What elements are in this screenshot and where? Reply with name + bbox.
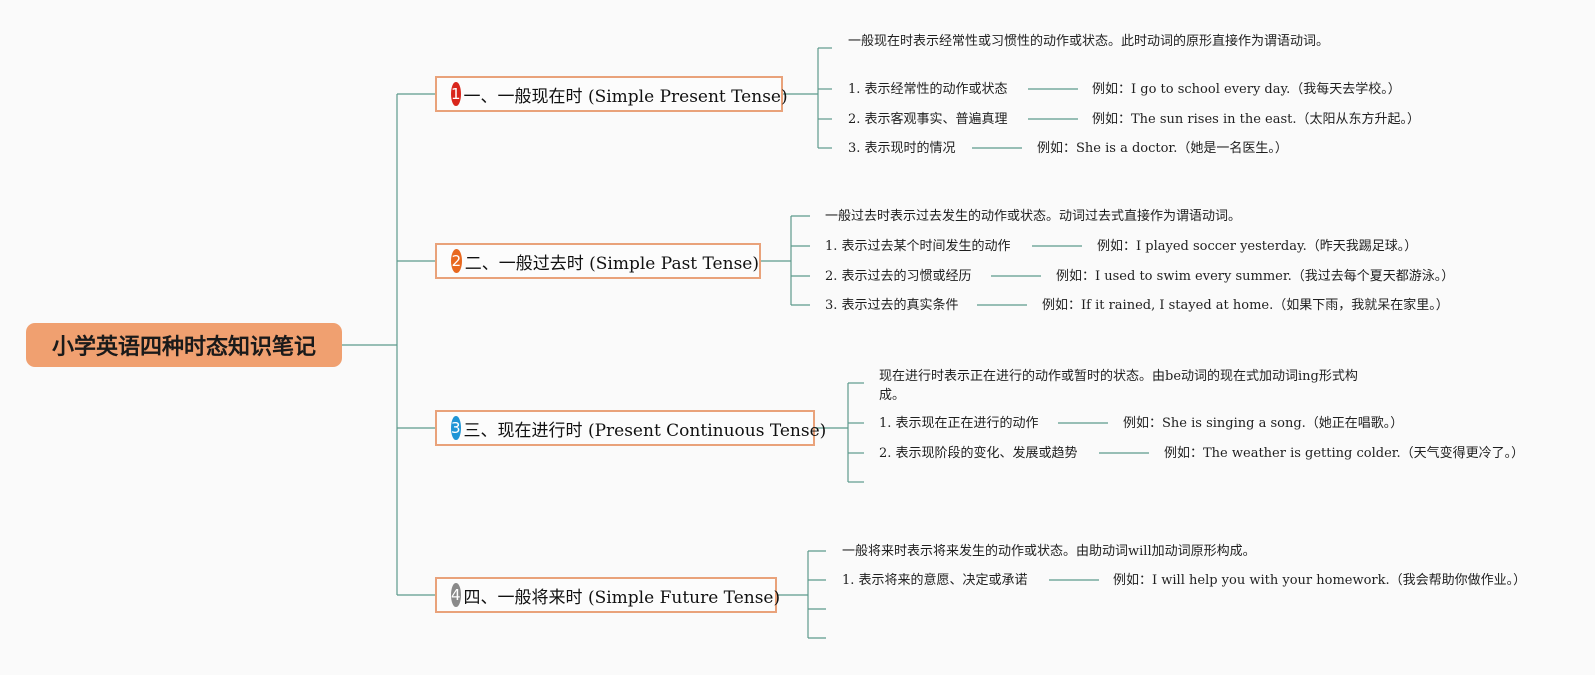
number-badge-icon: 1	[451, 82, 461, 106]
branch-title: 二、一般过去时 (Simple Past Tense)	[464, 253, 759, 274]
point-example: 例如：The sun rises in the east.（太阳从东方升起。）	[1092, 112, 1421, 127]
point-label: 1. 表示现在正在进行的动作	[879, 416, 1039, 431]
point-label: 1. 表示将来的意愿、决定或承诺	[842, 573, 1028, 588]
point-label: 2. 表示客观事实、普遍真理	[848, 112, 1008, 127]
point-example: 例如：I used to swim every summer.（我过去每个夏天都…	[1056, 269, 1455, 284]
point-label: 3. 表示现时的情况	[848, 141, 956, 156]
point-label: 3. 表示过去的真实条件	[825, 298, 959, 313]
definition-text: 现在进行时表示正在进行的动作或暂时的状态。由be动词的现在式加动词ing形式构成…	[879, 369, 1358, 403]
branch-title: 三、现在进行时 (Present Continuous Tense)	[463, 420, 827, 441]
point-example: 例如：If it rained, I stayed at home.（如果下雨，…	[1042, 298, 1449, 313]
point-example: 例如：I go to school every day.（我每天去学校。）	[1092, 82, 1401, 97]
branch-title: 四、一般将来时 (Simple Future Tense)	[463, 587, 781, 608]
number-badge-icon: 4	[451, 583, 461, 607]
branch-simple-past[interactable]: 2 二、一般过去时 (Simple Past Tense)	[435, 243, 761, 279]
point-example: 例如：I played soccer yesterday.（昨天我踢足球。）	[1097, 239, 1418, 254]
point-label: 1. 表示经常性的动作或状态	[848, 82, 1008, 97]
point-example: 例如：She is singing a song.（她正在唱歌。）	[1123, 416, 1404, 431]
branch-title: 一、一般现在时 (Simple Present Tense)	[463, 86, 788, 107]
number-badge-icon: 2	[451, 249, 462, 273]
branch-simple-future[interactable]: 4 四、一般将来时 (Simple Future Tense)	[435, 577, 780, 613]
point-example: 例如：I will help you with your homework.（我…	[1113, 573, 1527, 588]
point-example: 例如：She is a doctor.（她是一名医生。）	[1037, 141, 1288, 156]
point-label: 1. 表示过去某个时间发生的动作	[825, 239, 1011, 254]
branch-simple-present[interactable]: 1 一、一般现在时 (Simple Present Tense)	[435, 76, 788, 112]
root-topic[interactable]: 小学英语四种时态知识笔记	[26, 323, 342, 367]
point-label: 2. 表示过去的习惯或经历	[825, 269, 972, 284]
definition-text: 一般将来时表示将来发生的动作或状态。由助动词will加动词原形构成。	[842, 544, 1256, 559]
definition-text: 一般现在时表示经常性或习惯性的动作或状态。此时动词的原形直接作为谓语动词。	[848, 34, 1330, 49]
point-label: 2. 表示现阶段的变化、发展或趋势	[879, 446, 1078, 461]
number-badge-icon: 3	[451, 416, 461, 440]
branch-present-continuous[interactable]: 3 三、现在进行时 (Present Continuous Tense)	[435, 410, 826, 446]
definition-text: 一般过去时表示过去发生的动作或状态。动词过去式直接作为谓语动词。	[825, 209, 1242, 224]
point-example: 例如：The weather is getting colder.（天气变得更冷…	[1164, 446, 1525, 461]
